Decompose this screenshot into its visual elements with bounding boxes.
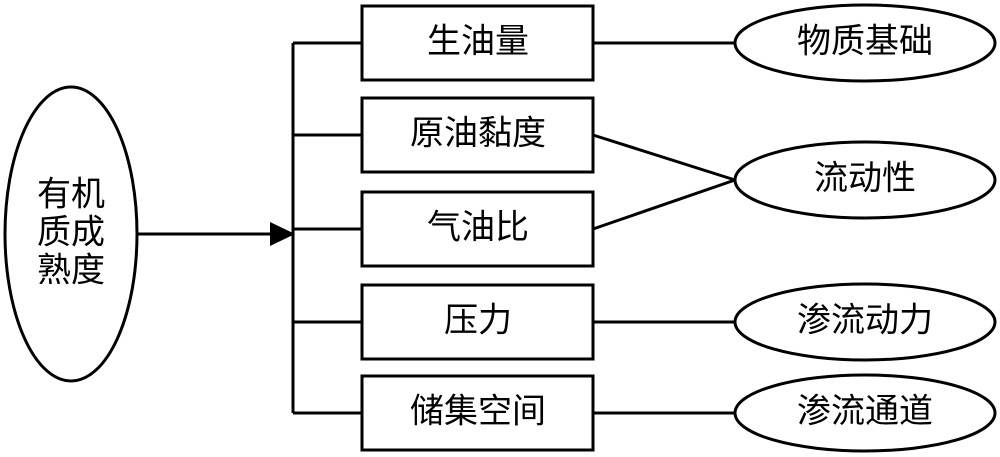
factor-box-2: 原油黏度	[360, 96, 595, 174]
outcome-label-1: 物质基础	[797, 22, 933, 62]
factor-box-5: 储集空间	[360, 374, 595, 452]
outcome-label-3: 渗流动力	[797, 301, 933, 341]
link-factor3-outcome2	[592, 178, 736, 231]
source-node: 有机 质成 熟度	[3, 85, 139, 383]
factor-label-5: 储集空间	[410, 392, 546, 432]
source-line-3: 熟度	[37, 251, 105, 291]
source-line-2: 质成	[37, 213, 105, 253]
factor-label-4: 压力	[444, 301, 512, 341]
factor-label-3: 气油比	[427, 208, 529, 248]
outcome-node-4: 渗流通道	[733, 373, 997, 453]
outcome-label-2: 流动性	[814, 159, 916, 199]
source-line-1: 有机	[37, 175, 105, 215]
arrowhead-icon	[270, 222, 295, 246]
outcome-node-3: 渗流动力	[733, 282, 997, 362]
factor-label-2: 原油黏度	[410, 114, 546, 154]
factor-box-1: 生油量	[360, 4, 595, 82]
factor-box-4: 压力	[360, 283, 595, 361]
factor-box-3: 气油比	[360, 190, 595, 268]
link-factor2-outcome2	[592, 133, 736, 182]
outcome-label-4: 渗流通道	[797, 392, 933, 432]
outcome-node-1: 物质基础	[733, 3, 997, 83]
outcome-node-2: 流动性	[733, 140, 997, 220]
factor-label-1: 生油量	[427, 22, 529, 62]
connectors	[138, 41, 736, 415]
